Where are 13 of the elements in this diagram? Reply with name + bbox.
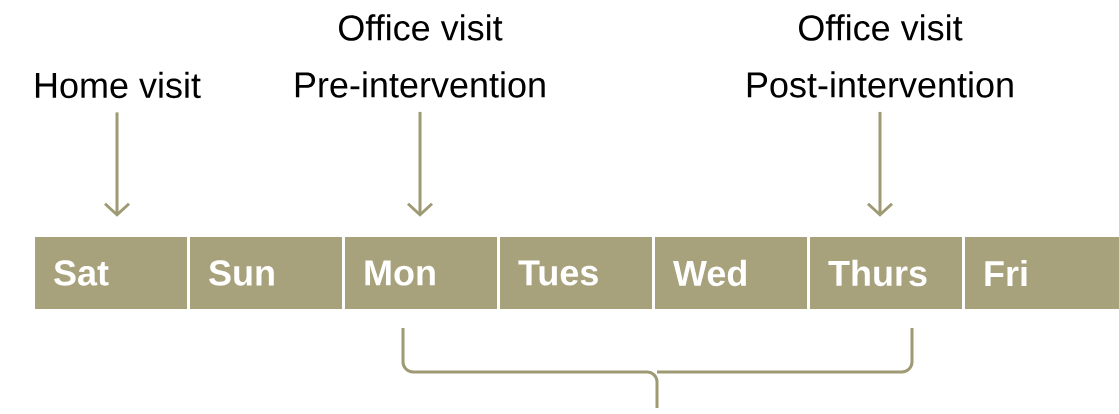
visit-label: Home visit <box>35 71 201 99</box>
visit-label: Office visit Post-intervention <box>747 14 1013 98</box>
visit-label: Office visit Pre-intervention <box>295 14 545 98</box>
day-box: Fri <box>965 237 1119 309</box>
arrow <box>867 111 893 217</box>
day-box: Tues <box>500 237 652 309</box>
day-box: Sun <box>190 237 342 309</box>
day-box: Wed <box>655 237 807 309</box>
day-box: Thurs <box>810 237 962 309</box>
arrow <box>407 111 434 217</box>
day-box: Sat <box>35 237 187 309</box>
day-box: Mon <box>345 237 497 309</box>
arrow <box>104 112 131 217</box>
